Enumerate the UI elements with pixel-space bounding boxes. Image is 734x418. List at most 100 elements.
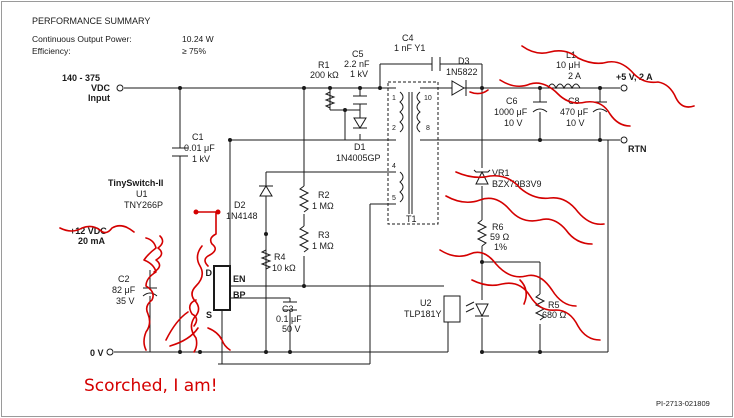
c3-value: 0.1 μF — [276, 314, 302, 324]
ic-ref: U1 — [136, 189, 148, 199]
l1-rating: 2 A — [568, 71, 581, 81]
input-unit-label: VDC — [91, 83, 111, 93]
c8-rating: 10 V — [566, 118, 585, 128]
r6-ref: R6 — [492, 222, 504, 232]
capacitor-c2 — [142, 270, 158, 352]
t1-pin-8: 8 — [426, 125, 430, 132]
r1-ref: R1 — [318, 60, 330, 70]
d3-ref: D3 — [458, 56, 470, 66]
c1-ref: C1 — [192, 132, 204, 142]
c2-rating: 35 V — [116, 296, 135, 306]
d1-part: 1N4005GP — [336, 153, 381, 163]
ic-pin-en: EN — [233, 274, 246, 284]
capacitor-c1 — [172, 147, 188, 157]
r5-ref: R5 — [548, 300, 560, 310]
r6-value: 59 Ω — [490, 232, 510, 242]
red-scribble-marks — [59, 45, 695, 353]
c6-rating: 10 V — [504, 118, 523, 128]
c2-ref: C2 — [118, 274, 130, 284]
t1-pin-1: 1 — [392, 95, 396, 102]
d2-ref: D2 — [234, 200, 246, 210]
diode-d3 — [451, 80, 470, 96]
r1-value: 200 kΩ — [310, 70, 339, 80]
capacitor-c3 — [283, 301, 297, 311]
t1-pin-5: 5 — [392, 195, 396, 202]
ic-family: TinySwitch-II — [108, 178, 163, 188]
r2-ref: R2 — [318, 190, 330, 200]
d3-part: 1N5822 — [446, 67, 478, 77]
summary-efficiency-value: ≥ 75% — [182, 46, 206, 56]
resistor-r4 — [260, 249, 272, 270]
r3-value: 1 MΩ — [312, 241, 334, 251]
input-voltage-label: 140 - 375 — [62, 73, 100, 83]
l1-value: 10 μH — [556, 60, 580, 70]
output-terminal — [620, 84, 628, 92]
t1-pin-2: 2 — [392, 125, 396, 132]
c4-ref: C4 — [402, 33, 414, 43]
r3-ref: R3 — [318, 230, 330, 240]
ic-pin-d: D — [206, 268, 213, 278]
l1-ref: L1 — [566, 50, 576, 60]
resistor-r2 — [298, 185, 310, 213]
d2-part: 1N4148 — [226, 211, 258, 221]
summary-power-value: 10.24 W — [182, 34, 214, 44]
led-u2 — [475, 303, 489, 318]
c5-rating: 1 kV — [350, 69, 368, 79]
r2-value: 1 MΩ — [312, 201, 334, 211]
u2-ref: U2 — [420, 298, 432, 308]
output-main-label: +5 V, 2 A — [616, 72, 653, 82]
input-name-label: Input — [88, 93, 110, 103]
c1-value: 0.01 μF — [184, 143, 215, 153]
capacitor-c6 — [532, 101, 548, 113]
t1-ref: T1 — [406, 214, 417, 224]
c3-ref: C3 — [282, 304, 294, 314]
rtn-terminal — [620, 136, 628, 144]
c8-ref: C8 — [568, 96, 580, 106]
t1-pin-10: 10 — [424, 95, 432, 102]
c2-value: 82 μF — [112, 285, 136, 295]
ground-terminal — [106, 348, 114, 356]
c4-value: 1 nF Y1 — [394, 43, 425, 53]
capacitor-c5 — [353, 95, 367, 105]
output-rtn-label: RTN — [628, 144, 647, 154]
d1-ref: D1 — [354, 142, 366, 152]
c5-value: 2.2 nF — [344, 59, 370, 69]
junction-dots — [178, 86, 602, 354]
ground-label: 0 V — [90, 348, 104, 358]
diode-d2 — [259, 185, 273, 197]
c8-value: 470 μF — [560, 107, 589, 117]
c1-rating: 1 kV — [192, 154, 210, 164]
inductor-l1 — [547, 83, 581, 90]
diode-d1 — [353, 117, 367, 129]
summary-power-label: Continuous Output Power: — [32, 34, 132, 44]
ic-part: TNY266P — [124, 200, 163, 210]
transformer-t1 — [387, 81, 439, 225]
figure-code: PI-2713-021809 — [656, 399, 710, 408]
r5-value: 680 Ω — [542, 310, 567, 320]
summary-title: PERFORMANCE SUMMARY — [32, 16, 150, 26]
capacitor-c4 — [431, 57, 441, 71]
r6-tol: 1% — [494, 242, 507, 252]
r4-value: 10 kΩ — [272, 263, 296, 273]
optocoupler-u2-transistor — [443, 295, 475, 323]
t1-pin-4: 4 — [392, 163, 396, 170]
input-terminal — [116, 84, 124, 92]
aux-voltage-label: +12 VDC — [70, 226, 107, 236]
c6-ref: C6 — [506, 96, 518, 106]
scorched-annotation: Scorched, I am! — [84, 376, 218, 396]
vr1-ref: VR1 — [492, 168, 510, 178]
u2-part: TLP181Y — [404, 309, 442, 319]
aux-current-label: 20 mA — [78, 236, 106, 246]
ic-pin-s: S — [206, 310, 212, 320]
ic-u1-body — [213, 265, 231, 311]
resistor-r1 — [324, 90, 336, 109]
c6-value: 1000 μF — [494, 107, 528, 117]
resistor-r6 — [476, 219, 488, 247]
c3-rating: 50 V — [282, 324, 301, 334]
r4-ref: R4 — [274, 252, 286, 262]
resistor-r3 — [298, 225, 310, 253]
c5-ref: C5 — [352, 49, 364, 59]
